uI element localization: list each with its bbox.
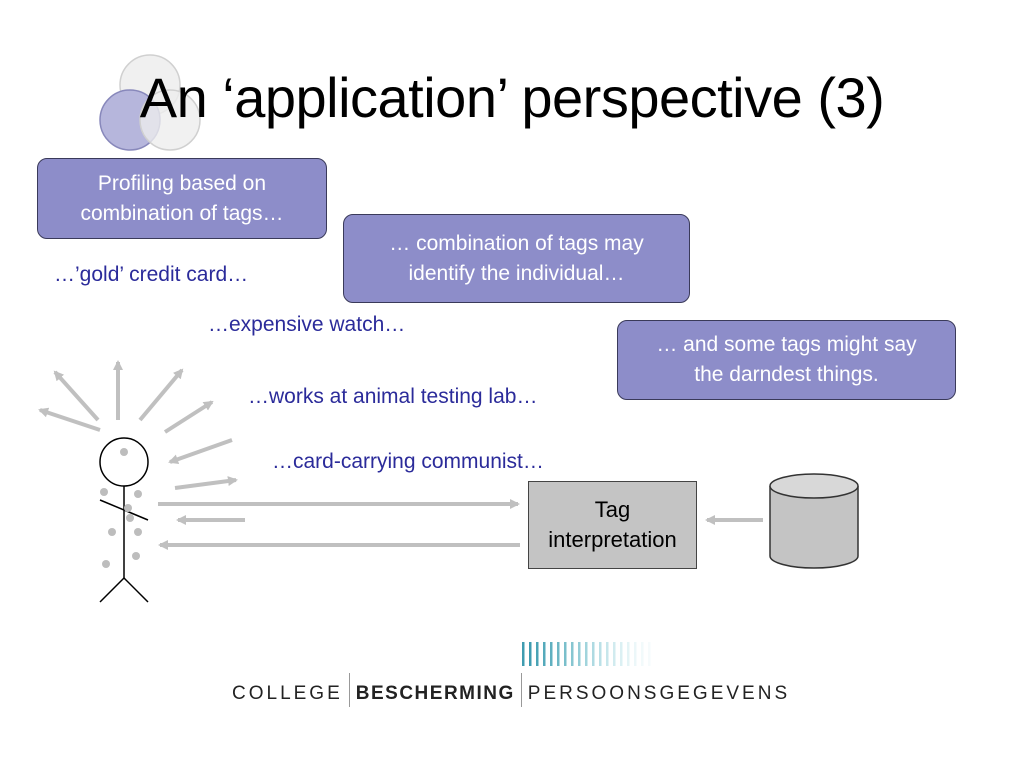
logo-part-bescherming: BESCHERMING [355, 683, 515, 704]
callout-identify-text: … combination of tags may identify the i… [389, 231, 644, 285]
logo-part-college: COLLEGE [232, 683, 343, 704]
logo: COLLEGE BESCHERMING PERSOONSGEGEVENS [232, 673, 790, 707]
callout-profiling-text: Profiling based on combination of tags… [80, 171, 284, 225]
phrase-gold-card: …’gold’ credit card… [54, 263, 249, 286]
decorative-circles [99, 54, 201, 151]
person-figure [99, 437, 149, 603]
callout-darndest: … and some tags might say the darndest t… [617, 320, 956, 400]
radiating-arrows [38, 360, 238, 490]
tag-interpretation-box: Tag interpretation [528, 481, 697, 569]
tag-dots [100, 448, 142, 568]
tag-interpretation-label: Tag interpretation [548, 497, 677, 552]
callout-profiling: Profiling based on combination of tags… [37, 158, 327, 239]
logo-bars [522, 642, 651, 666]
logo-part-persoonsgegevens: PERSOONSGEGEVENS [527, 683, 791, 704]
phrase-watch: …expensive watch… [208, 313, 406, 336]
flow-arrows [158, 499, 763, 550]
database-icon [769, 473, 859, 569]
logo-separator [348, 673, 350, 707]
callout-darndest-text: … and some tags might say the darndest t… [656, 333, 917, 386]
logo-separator [520, 673, 522, 707]
slide-title: An ‘application’ perspective (3) [139, 66, 885, 129]
phrase-animal-lab: …works at animal testing lab… [248, 385, 538, 408]
callout-identify: … combination of tags may identify the i… [343, 214, 690, 303]
phrase-communist: …card-carrying communist… [272, 450, 544, 473]
